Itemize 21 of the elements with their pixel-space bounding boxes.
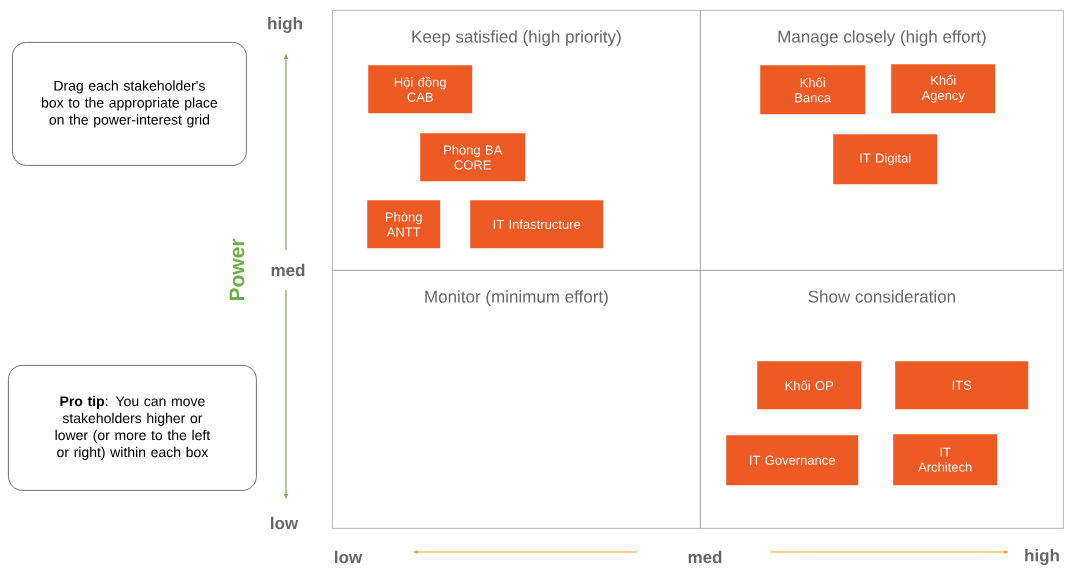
stakeholder-box: IT Architech [893, 434, 998, 486]
stakeholder-box: IT Digital [833, 134, 938, 185]
stakeholder-box: Phòng BA CORE [420, 133, 526, 182]
instruction-box: Drag each stakeholder's box to the appropriate place on the power-interest grid [12, 42, 247, 166]
axis-label: low [267, 514, 301, 532]
axis-label: med [685, 548, 725, 566]
stakeholder-box: ITS [895, 361, 1029, 410]
axis-label: high [1022, 547, 1062, 567]
axis-label: low [331, 548, 365, 566]
instruction-box: Pro tip: You can move stakeholders higher or lower (or more to the left or right) within each box [8, 365, 257, 491]
quadrant: Monitor (minimum effort) [332, 270, 701, 529]
stakeholder-box: IT Governance [726, 435, 859, 486]
stakeholder-box: Khối OP [757, 361, 862, 410]
stakeholder-box: IT Infastructure [470, 200, 604, 249]
stakeholder-box: Khối Banca [760, 65, 866, 115]
axis-label: med [268, 261, 308, 279]
axis-title: Power [229, 238, 245, 301]
stakeholder-box: Hội đồng CAB [368, 65, 473, 114]
stakeholder-box: Phòng ANTT [367, 200, 441, 249]
axis-label: high [265, 15, 305, 35]
stakeholder-box: Khối Agency [891, 64, 996, 114]
